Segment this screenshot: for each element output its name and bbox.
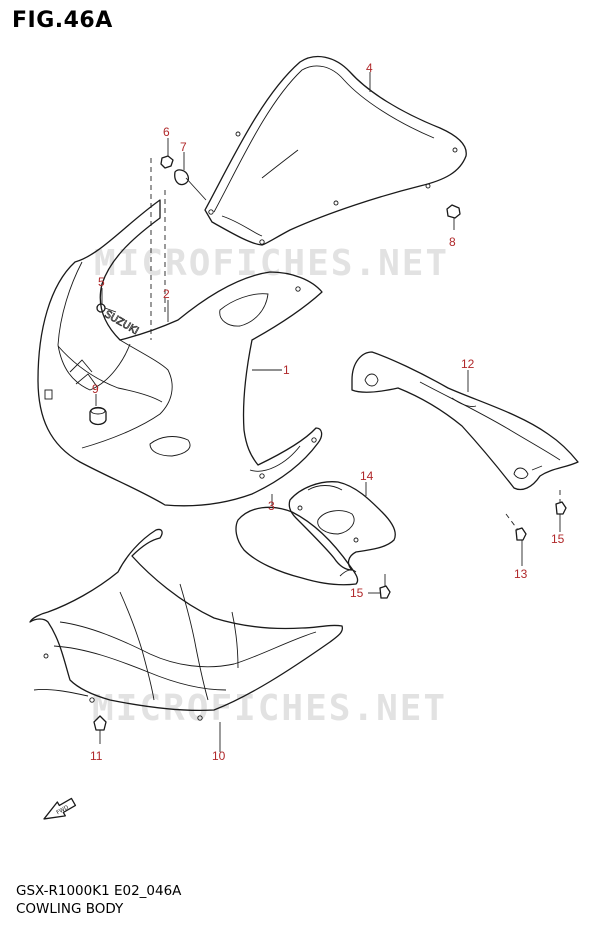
inner-panel-part-12[interactable] <box>351 351 579 491</box>
callout-13: 13 <box>514 567 528 581</box>
alignment-lines <box>150 158 166 340</box>
callout-7: 7 <box>180 140 187 154</box>
callout-11: 11 <box>90 749 103 763</box>
callout-15-lower: 15 <box>350 586 364 600</box>
inner-cover-part-14[interactable] <box>288 481 396 571</box>
callout-labels: 4 6 7 8 5 2 1 9 12 14 3 15 13 15 11 10 <box>90 61 565 763</box>
screw-part-8[interactable] <box>446 204 461 230</box>
watermark-bottom: MICROFICHES.NET <box>92 688 448 729</box>
callout-4: 4 <box>366 61 373 75</box>
upper-cowling-part[interactable]: SUZUKI <box>37 199 323 507</box>
watermark-top: MICROFICHES.NET <box>94 243 450 284</box>
suzuki-logo-badge: SUZUKI <box>102 309 141 338</box>
side-panel-part-3[interactable] <box>235 506 359 586</box>
collar-part-7[interactable] <box>174 169 207 201</box>
callout-3: 3 <box>268 499 275 513</box>
forward-arrow-icon: FWD <box>43 797 77 820</box>
model-code-caption: GSX-R1000K1 E02_046A <box>16 883 182 899</box>
figure-title: FIG.46A <box>12 8 113 33</box>
lower-cowling-part[interactable] <box>29 528 344 721</box>
callout-1: 1 <box>283 363 290 377</box>
screw-part-11[interactable] <box>93 715 107 744</box>
callout-14: 14 <box>360 469 374 483</box>
callout-leaders <box>95 72 561 752</box>
nut-part-6[interactable] <box>160 155 174 169</box>
svg-text:SUZUKI: SUZUKI <box>103 309 141 337</box>
figure-name-caption: COWLING BODY <box>16 901 124 917</box>
callout-10: 10 <box>212 749 226 763</box>
windscreen-part[interactable] <box>204 55 467 246</box>
callout-5: 5 <box>98 275 105 289</box>
callout-12: 12 <box>461 357 475 371</box>
callout-9: 9 <box>92 382 99 396</box>
callout-6: 6 <box>163 125 170 139</box>
screw-part-13[interactable] <box>505 513 527 541</box>
screw-part-5[interactable] <box>96 303 117 313</box>
callout-2: 2 <box>163 287 170 301</box>
svg-text:FWD: FWD <box>56 805 70 817</box>
callout-15-right: 15 <box>551 532 565 546</box>
cushion-part-9[interactable] <box>89 406 107 426</box>
bolt-part-15-right[interactable] <box>555 490 567 515</box>
callout-8: 8 <box>449 235 456 249</box>
bolt-part-15-lower[interactable] <box>379 574 391 599</box>
